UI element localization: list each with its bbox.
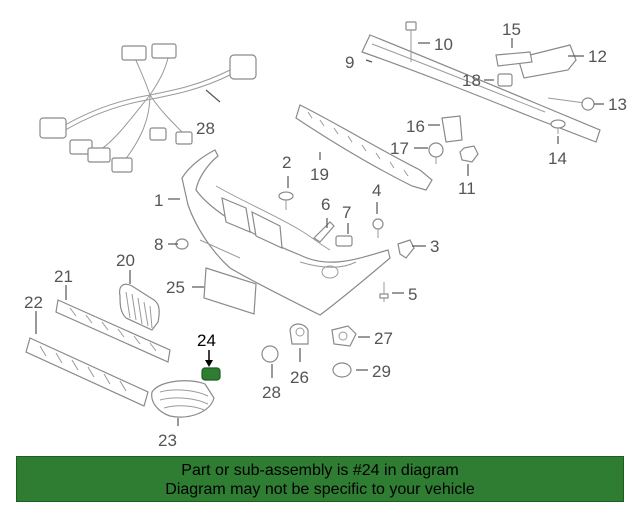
callout-2: 2	[282, 153, 291, 172]
bracket-part-12	[517, 44, 577, 79]
leader-24	[205, 350, 213, 367]
callout-6: 6	[321, 195, 330, 214]
bumper-reinforcement-part	[361, 34, 601, 143]
callout-8: 8	[154, 235, 163, 254]
bolt-part-13	[547, 97, 595, 111]
leader-lines	[35, 38, 604, 426]
callout-19: 19	[310, 165, 329, 184]
callout-21: 21	[54, 267, 73, 286]
clip-part-17	[428, 142, 444, 164]
clip-part-2	[278, 191, 294, 210]
banner-line-1: Part or sub-assembly is #24 in diagram	[181, 462, 459, 479]
callout-labels: 28 9 10 15 12 18 13 14 16 17 11 19 1 2 4…	[24, 20, 627, 450]
callout-4: 4	[372, 181, 381, 200]
screw-part-4	[372, 218, 384, 238]
lower-trim-part	[25, 337, 149, 407]
ring-part-28a	[261, 345, 279, 363]
callout-12: 12	[588, 47, 607, 66]
lower-grille-part	[55, 299, 171, 363]
callout-16: 16	[406, 117, 425, 136]
clip-part-14	[550, 119, 566, 134]
callout-29: 28	[196, 119, 215, 138]
callout-23: 23	[158, 431, 177, 450]
bumper-cover-part	[181, 149, 391, 316]
callout-10: 10	[434, 35, 453, 54]
banner-line-2: Diagram may not be specific to your vehi…	[165, 481, 475, 498]
bracket-part-16	[441, 115, 463, 143]
callout-24: 24	[197, 331, 216, 350]
nut-part-18	[497, 73, 513, 87]
nut-part-11	[459, 145, 479, 163]
wiring-harness-part	[39, 43, 257, 173]
callout-3: 3	[430, 237, 439, 256]
callout-20: 20	[116, 251, 135, 270]
callout-18: 18	[462, 71, 481, 90]
callout-5: 5	[408, 285, 417, 304]
fog-grille-part	[151, 380, 215, 418]
callout-26: 26	[290, 368, 309, 387]
sensor-part-26	[289, 323, 309, 345]
leader-9	[365, 59, 373, 63]
parts-diagram: 28 9 10 15 12 18 13 14 16 17 11 19 1 2 4…	[24, 20, 627, 450]
callout-25: 25	[166, 278, 185, 297]
callout-28-left: 28	[262, 383, 281, 402]
callout-7: 7	[342, 203, 351, 222]
highlighted-part-24	[201, 367, 221, 381]
callout-22: 22	[24, 293, 43, 312]
energy-absorber-part	[295, 104, 433, 191]
callout-11: 11	[458, 179, 476, 198]
callout-14: 14	[548, 149, 567, 168]
cover-part-7	[335, 235, 353, 247]
callout-15: 15	[502, 20, 521, 39]
bolt-part-10	[405, 21, 417, 62]
stud-part-5	[379, 282, 389, 302]
info-banner: Part or sub-assembly is #24 in diagram D…	[16, 456, 624, 502]
callout-28-right: 29	[372, 362, 391, 381]
license-plate-bracket-part	[203, 267, 257, 315]
rivet-part-3	[397, 239, 415, 259]
callout-27: 27	[374, 329, 393, 348]
kidney-grille-part	[119, 283, 160, 331]
callout-17: 17	[390, 139, 409, 158]
sensor-holder-part-27	[331, 325, 357, 347]
ring-part-28b	[332, 362, 352, 378]
leader-29	[205, 89, 221, 103]
callout-1: 1	[154, 191, 163, 210]
callout-13: 13	[608, 95, 627, 114]
bracket-part-6	[313, 221, 335, 243]
callout-9: 9	[345, 53, 354, 72]
clip-part-15	[495, 51, 533, 67]
